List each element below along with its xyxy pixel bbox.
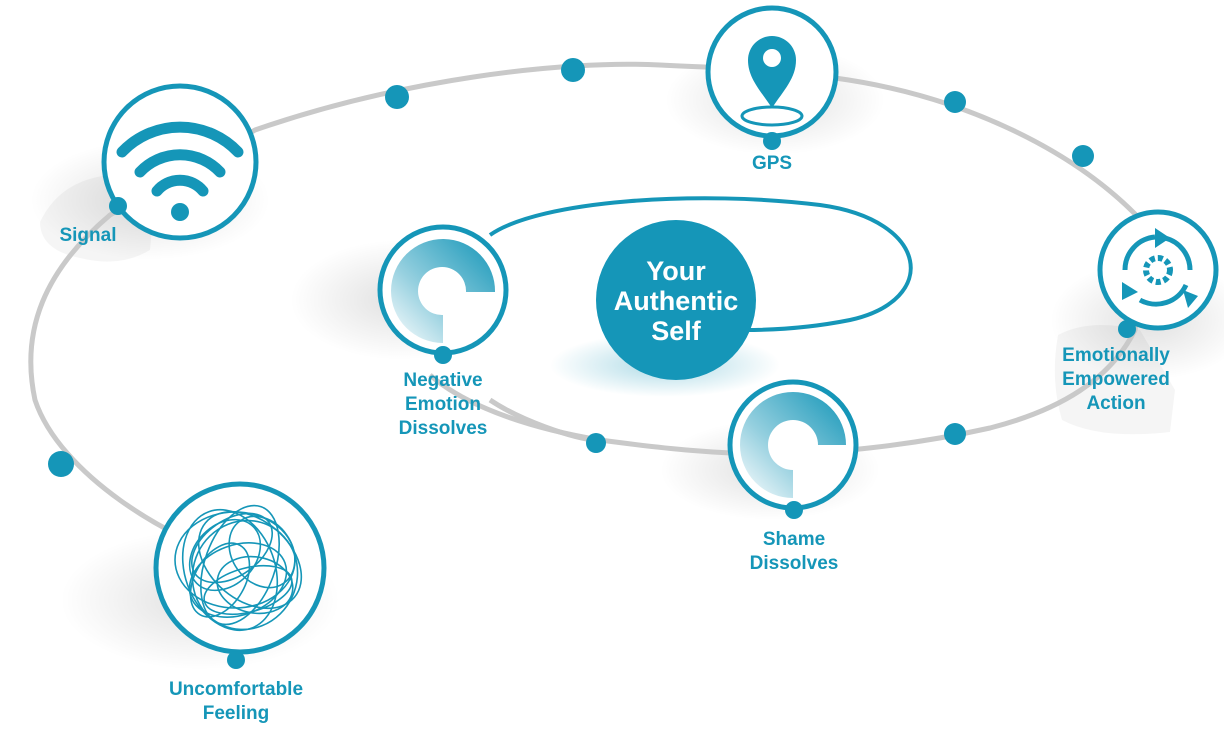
shame-label-line-2: Dissolves (749, 553, 839, 574)
uncomfortable-label: Uncomfortable Feeling (156, 678, 316, 726)
gps-label: GPS (722, 152, 822, 176)
action-label: Emotionally Empowered Action (1052, 344, 1180, 416)
signal-label-text: Signal (59, 225, 117, 246)
action-label-line-1: Emotionally (1062, 345, 1170, 366)
center-line-2: Authentic (613, 286, 739, 316)
location-pin-icon (740, 36, 804, 127)
action-connector-dot (1118, 320, 1136, 338)
inner-loop (488, 196, 913, 332)
center-line-1: Your (646, 256, 706, 286)
negative-label-line-3: Dissolves (398, 418, 488, 439)
negative-label-line-2: Emotion (405, 394, 481, 415)
gps-label-text: GPS (751, 153, 793, 174)
action-label-line-2: Empowered (1062, 369, 1170, 390)
shame-connector-dot (785, 501, 803, 519)
uncomfortable-label-line-2: Feeling (202, 703, 270, 724)
gps-node (705, 5, 839, 150)
uncomfortable-node (153, 481, 327, 669)
tangled-scribble-icon (174, 504, 303, 632)
shame-label: Shame Dissolves (734, 528, 854, 576)
center-node (596, 220, 756, 380)
gps-connector-dot (763, 132, 781, 150)
action-node (1097, 209, 1219, 338)
wifi-icon (116, 121, 244, 197)
shame-label-line-1: Shame (762, 529, 826, 550)
negative-label-line-1: Negative (403, 370, 483, 391)
uncomfortable-label-line-1: Uncomfortable (168, 679, 304, 700)
dissolving-circle-icon (391, 239, 496, 343)
uncomfortable-connector-dot (227, 651, 245, 669)
signal-label: Signal (38, 224, 138, 248)
signal-node (101, 83, 259, 241)
action-label-line-3: Action (1086, 393, 1146, 414)
shame-node (727, 379, 859, 519)
track-dots (48, 58, 1094, 477)
signal-connector-dot (109, 197, 127, 215)
center-label: Your Authentic Self (596, 256, 756, 346)
negative-label: Negative Emotion Dissolves (383, 369, 503, 441)
gear-cycle-icon (1122, 228, 1198, 308)
center-line-3: Self (651, 316, 701, 346)
dissolving-circle-icon (740, 392, 846, 498)
negative-node (377, 224, 509, 364)
negative-connector-dot (434, 346, 452, 364)
